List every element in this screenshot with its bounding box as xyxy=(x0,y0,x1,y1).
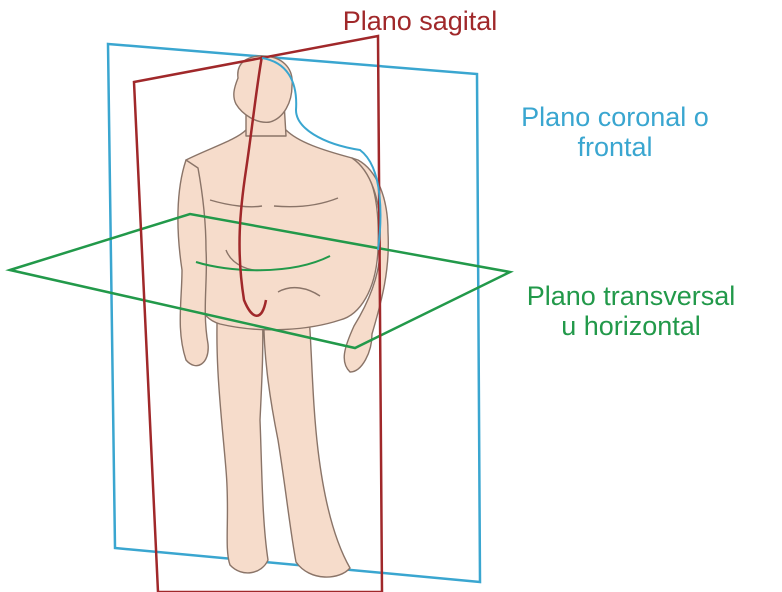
human-figure xyxy=(178,56,388,577)
label-coronal-line1: Plano coronal o xyxy=(470,102,760,132)
label-coronal-line2: frontal xyxy=(470,132,760,162)
label-transversal-line2: u horizontal xyxy=(480,311,782,341)
label-transversal-line1: Plano transversal xyxy=(480,281,782,311)
label-transversal-plane: Plano transversal u horizontal xyxy=(480,281,782,341)
label-coronal-plane: Plano coronal o frontal xyxy=(470,102,760,162)
label-sagittal-plane: Plano sagital xyxy=(300,6,540,36)
